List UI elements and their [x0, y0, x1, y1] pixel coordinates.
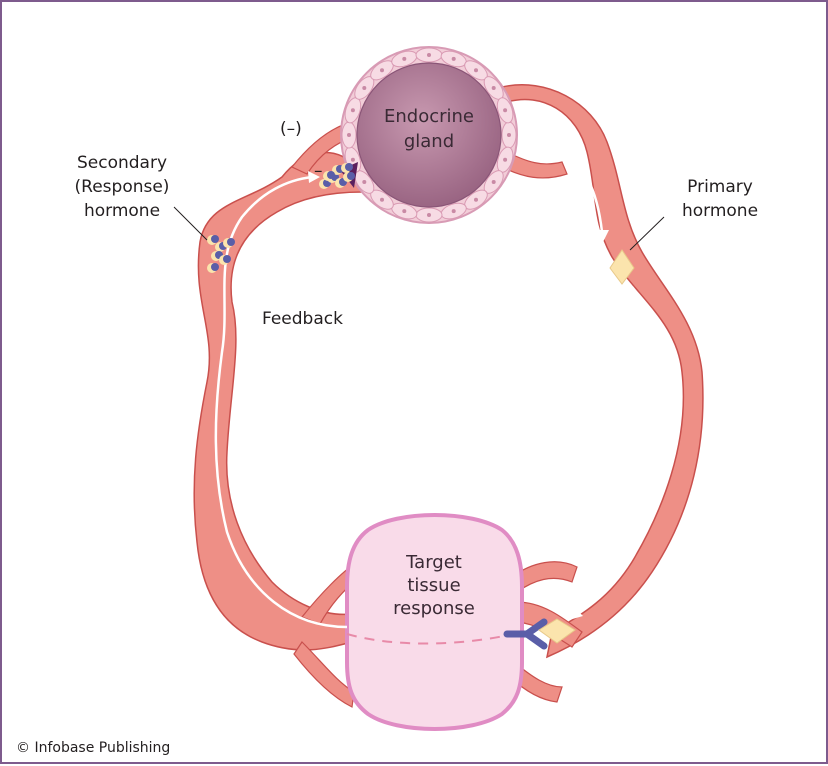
secondary-hormone-label-2: (Response) — [75, 177, 170, 197]
left-blood-vessel — [194, 153, 362, 650]
gland-cell-nucleus — [402, 57, 406, 61]
gland-cell-nucleus — [503, 158, 507, 162]
gland-cell-nucleus — [351, 158, 355, 162]
gland-cell-nucleus — [427, 53, 431, 57]
gland-cell-nucleus — [492, 86, 496, 90]
gland-cell-nucleus — [347, 133, 351, 137]
secondary-hormone-label-1: Secondary — [77, 153, 167, 173]
target-label-1: Target — [405, 552, 462, 573]
target-label-2: tissue — [407, 575, 460, 596]
secondary-leader-line — [174, 207, 207, 240]
primary-hormone-label-2: hormone — [682, 201, 758, 221]
gland-cell-nucleus — [380, 68, 384, 72]
primary-leader-line — [630, 217, 664, 250]
gland-cell-nucleus — [351, 108, 355, 112]
gland-cell-nucleus — [427, 213, 431, 217]
gland-cell-nucleus — [507, 133, 511, 137]
target-tissue — [347, 515, 522, 729]
publisher-credit: © Infobase Publishing — [16, 740, 170, 756]
gland-cell-nucleus — [452, 209, 456, 213]
target-label-3: response — [393, 598, 475, 619]
endocrine-gland-label-2: gland — [404, 131, 454, 152]
minus-sign: – — [314, 161, 323, 181]
gland-cell-nucleus — [474, 198, 478, 202]
gland-cell-nucleus — [362, 180, 366, 184]
gland-cell-nucleus — [362, 86, 366, 90]
primary-hormone-label-1: Primary — [687, 177, 753, 197]
gland-cell-nucleus — [380, 198, 384, 202]
gland-cell-nucleus — [402, 209, 406, 213]
feedback-label: Feedback — [262, 309, 343, 329]
endocrine-gland-label-1: Endocrine — [384, 106, 474, 127]
gland-cell-nucleus — [452, 57, 456, 61]
inhibition-label: (–) — [280, 119, 302, 139]
gland-cell-nucleus — [503, 108, 507, 112]
gland-cell-nucleus — [492, 180, 496, 184]
secondary-hormone-label-3: hormone — [84, 201, 160, 221]
gland-cell-nucleus — [474, 68, 478, 72]
